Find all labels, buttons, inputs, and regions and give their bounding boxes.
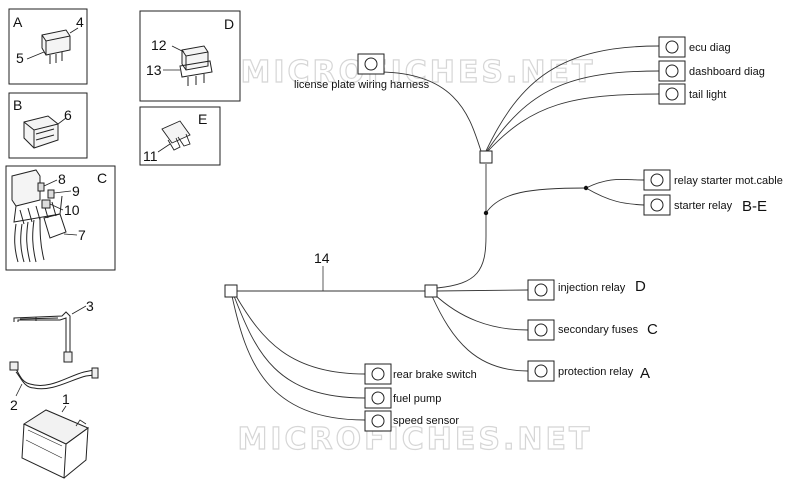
ref-secondary-fuses: C <box>647 321 658 338</box>
ref-starter-relay: B-E <box>742 198 767 215</box>
panel-a: A 4 5 <box>8 8 88 85</box>
callout-14: 14 <box>314 250 330 266</box>
connector-ecu-diag: ecu diag <box>658 36 731 58</box>
part-1-battery: 1 <box>21 391 90 479</box>
connector-tail-light: tail light <box>658 83 726 105</box>
connector-speed-sensor: speed sensor <box>364 410 459 432</box>
panel-c: C 8 9 10 7 <box>5 165 116 271</box>
callout-2: 2 <box>10 397 18 413</box>
callout-13: 13 <box>146 62 162 78</box>
connector-injection-relay: injection relay D <box>527 278 646 301</box>
ref-injection-relay: D <box>635 278 646 295</box>
panel-b: B 6 <box>8 92 88 159</box>
connector-relay-starter-mot-cable: relay starter mot.cable <box>643 169 783 191</box>
connector-fuel-pump: fuel pump <box>364 387 441 409</box>
label-starter-relay: starter relay <box>674 200 733 212</box>
callout-6: 6 <box>64 107 72 123</box>
connector-b-drawing <box>23 115 67 149</box>
part-2-cable: 2 <box>9 361 99 413</box>
fuse-e-drawing <box>157 120 191 153</box>
callout-3: 3 <box>86 298 94 314</box>
label-relay-starter-mot-cable: relay starter mot.cable <box>674 175 783 187</box>
ref-protection-relay: A <box>640 365 650 382</box>
label-speed-sensor: speed sensor <box>393 415 459 427</box>
fuse-box-c-drawing <box>11 169 78 263</box>
harness-nodes <box>483 185 589 216</box>
harness-wires <box>231 45 660 421</box>
part-3-cable: 3 <box>13 298 94 363</box>
connector-protection-relay: protection relay A <box>527 360 650 382</box>
panel-c-letter: C <box>97 170 107 186</box>
callout-9: 9 <box>72 183 80 199</box>
leader-14: 14 <box>314 250 330 291</box>
junction-boxes <box>224 150 493 298</box>
label-rear-brake-switch: rear brake switch <box>393 369 477 381</box>
callout-4: 4 <box>76 14 84 30</box>
watermark-top: MICROFICHES.NET <box>241 55 596 90</box>
relay-d-drawing <box>163 45 213 86</box>
label-fuel-pump: fuel pump <box>393 393 441 405</box>
connector-rear-brake-switch: rear brake switch <box>364 363 477 385</box>
callout-11: 11 <box>143 148 158 164</box>
panel-e-letter: E <box>198 111 207 127</box>
label-license-plate: license plate wiring harness <box>294 79 430 91</box>
connector-secondary-fuses: secondary fuses C <box>527 319 658 341</box>
label-dashboard-diag: dashboard diag <box>689 66 765 78</box>
label-secondary-fuses: secondary fuses <box>558 324 639 336</box>
panel-e: E 11 <box>139 106 221 166</box>
relay-a-drawing <box>26 27 79 64</box>
panel-a-letter: A <box>13 14 23 30</box>
label-injection-relay: injection relay <box>558 282 626 294</box>
watermark-bottom: MICROFICHES.NET <box>238 422 593 457</box>
label-tail-light: tail light <box>689 89 726 101</box>
callout-1: 1 <box>62 391 70 407</box>
callout-10: 10 <box>64 202 80 218</box>
panel-d-letter: D <box>224 16 234 32</box>
connector-starter-relay: starter relay B-E <box>643 194 767 216</box>
panel-d: D 12 13 <box>139 10 241 102</box>
callout-7: 7 <box>78 227 86 243</box>
callout-5: 5 <box>16 50 24 66</box>
callout-12: 12 <box>151 37 167 53</box>
label-protection-relay: protection relay <box>558 366 634 378</box>
connector-license-plate: license plate wiring harness <box>294 53 430 91</box>
panel-b-letter: B <box>13 97 22 113</box>
label-ecu-diag: ecu diag <box>689 42 731 54</box>
connector-dashboard-diag: dashboard diag <box>658 60 765 82</box>
callout-8: 8 <box>58 171 66 187</box>
